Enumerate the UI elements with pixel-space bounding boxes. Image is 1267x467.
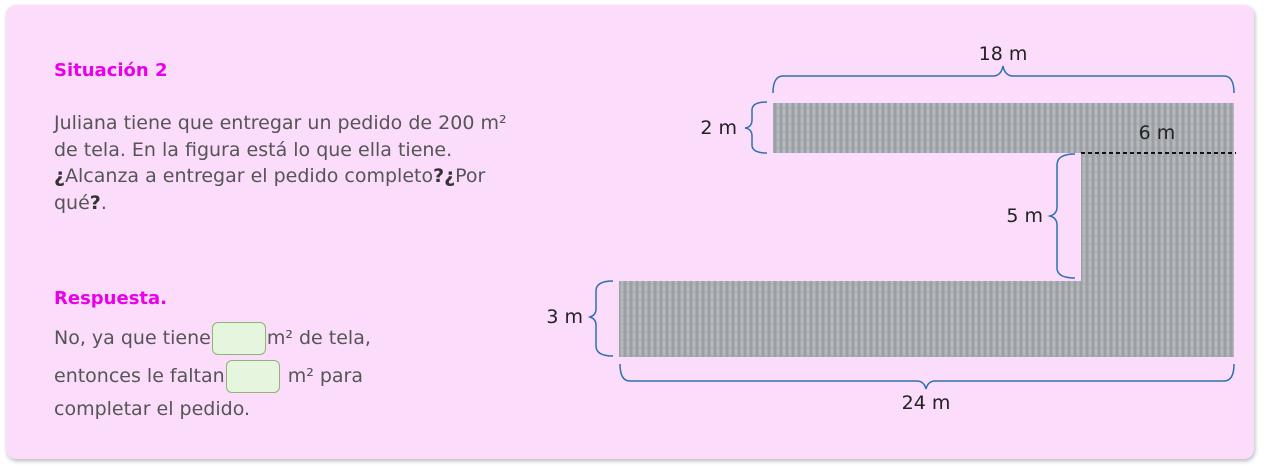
answer-text: m² para	[287, 365, 364, 387]
fabric-bottom-strip	[619, 281, 1234, 357]
answer-text: No, ya que tiene	[54, 327, 211, 349]
label-bottom-width: 24 m	[902, 392, 951, 414]
question-mark: ?	[89, 191, 101, 214]
brace-bottom-width	[619, 363, 1235, 390]
answer-line-3: completar el pedido.	[54, 398, 251, 420]
fabric-middle-strip	[1081, 153, 1234, 281]
problem-question-why: Por qué	[54, 165, 486, 214]
label-top-width: 18 m	[979, 43, 1028, 65]
question-mark: ¿	[54, 165, 66, 187]
answer-text: m² de tela,	[266, 327, 371, 349]
exercise-card	[6, 5, 1254, 459]
situation-title: Situación 2	[54, 60, 168, 81]
label-middle-height: 5 m	[1006, 205, 1043, 227]
brace-bottom-height	[587, 280, 614, 357]
answer-line-1: No, ya que tiene m² de tela,	[54, 322, 371, 355]
brace-top-width	[772, 65, 1235, 94]
question-mark: ?¿	[433, 165, 456, 187]
problem-text: Juliana tiene que entregar un pedido de …	[54, 112, 507, 161]
answer-input-missing[interactable]	[225, 360, 280, 393]
brace-top-height	[744, 101, 768, 154]
label-overlap: 6 m	[1139, 122, 1176, 144]
fabric-top-strip	[773, 103, 1234, 153]
problem-period: .	[100, 191, 107, 214]
problem-question: Alcanza a entregar el pedido completo	[65, 165, 434, 187]
answer-input-area[interactable]	[211, 322, 266, 355]
label-bottom-height: 3 m	[546, 306, 583, 328]
answer-title: Respuesta.	[54, 288, 167, 309]
answer-line-2: entonces le faltan m² para	[54, 360, 363, 393]
answer-text: entonces le faltan	[54, 365, 225, 387]
problem-statement: Juliana tiene que entregar un pedido de …	[54, 110, 514, 216]
brace-middle-height	[1047, 153, 1076, 279]
label-top-height: 2 m	[700, 117, 737, 139]
